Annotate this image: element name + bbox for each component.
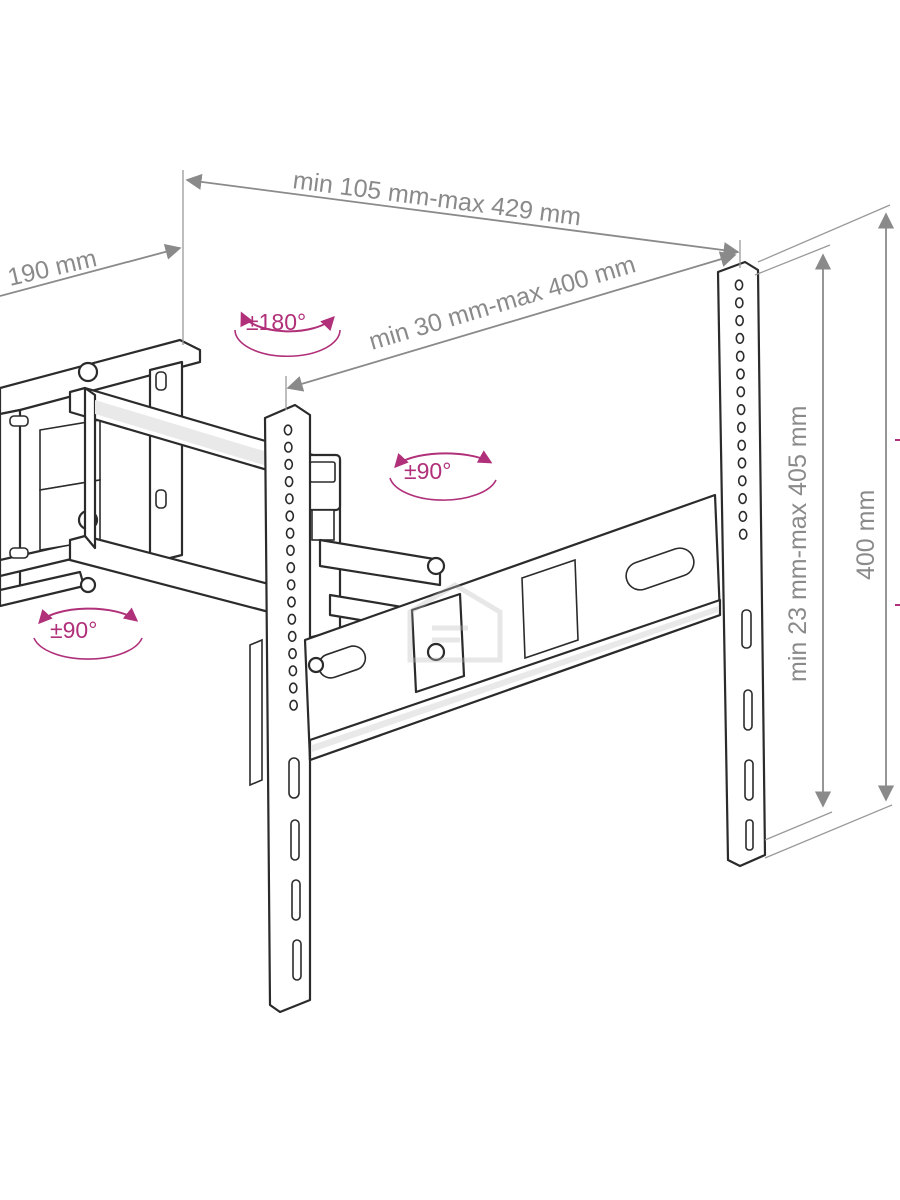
rotation-arrow-icon (33, 607, 143, 660)
dimension-extension: min 105 mm-max 429 mm (185, 166, 741, 268)
bracket-hole (737, 475, 747, 487)
crossbar (303, 493, 722, 762)
tv-bracket-right (716, 260, 767, 868)
bracket-holes (734, 279, 748, 540)
horizontal-spacing-label: min 30 mm-max 400 mm (366, 250, 639, 355)
bracket-hole (289, 699, 298, 711)
bracket-hole (285, 527, 295, 539)
bracket-hole (736, 368, 745, 380)
vertical-spacing-label: min 23 mm-max 405 mm (784, 406, 812, 682)
bracket-hole (288, 682, 298, 694)
bracket-hole (288, 665, 298, 677)
wall-plate-slot (9, 547, 29, 559)
rotation-swivel-mid: ±90° (389, 450, 497, 501)
rotation-label: ±90° (404, 458, 451, 484)
bracket-hole (287, 613, 297, 625)
bracket-hole (284, 458, 294, 471)
bracket-hole (738, 528, 748, 540)
rotation-arrow-icon (389, 450, 497, 501)
bracket-hole (283, 424, 293, 436)
bracket-hole (286, 579, 296, 591)
bracket-hole (735, 350, 745, 362)
bracket-hole (283, 441, 293, 453)
bracket-holes (283, 424, 298, 711)
bracket-hole (287, 630, 297, 643)
rotation-arrow-icon (234, 311, 341, 358)
bracket-hole (737, 421, 746, 434)
vertical-max-label: 400 mm (852, 490, 880, 580)
dimension-arm-depth: 190 mm (0, 170, 184, 345)
bracket-hole (737, 439, 747, 451)
watermark-icon (407, 582, 503, 663)
wall-plate-slot (9, 415, 29, 427)
rotation-swivel-top: ±180° (234, 309, 341, 358)
dimension-horizontal-spacing: min 30 mm-max 400 mm (285, 250, 737, 410)
dimension-vertical-spacing: min 23 mm-max 405 mm (754, 244, 833, 841)
bracket-hole (736, 386, 746, 398)
extension-label: min 105 mm-max 429 mm (291, 166, 583, 231)
bracket-hole (738, 510, 748, 523)
bracket-hole (734, 279, 744, 291)
bracket-hole (287, 596, 296, 608)
tv-bracket-left (249, 403, 312, 1014)
swing-arm (68, 386, 442, 642)
bracket-hole (736, 404, 746, 416)
dimension-vertical-max: 400 mm (757, 204, 900, 859)
bracket-hole (737, 457, 747, 469)
bracket-hole (735, 332, 745, 345)
bracket-hole (286, 561, 296, 574)
bracket-hole (734, 297, 744, 309)
rotation-label: ±180° (246, 309, 306, 335)
bracket-hole (285, 510, 295, 522)
rotation-label: ±90° (50, 617, 97, 643)
arm-depth-label: 190 mm (5, 244, 99, 292)
bracket-hole (286, 544, 295, 557)
bracket-hole (284, 493, 294, 505)
bracket-hole (288, 647, 297, 660)
bracket-hole (738, 493, 747, 505)
bracket-hole (284, 476, 294, 488)
bracket-hole (735, 315, 744, 327)
rotation-swivel-wall: ±90° (33, 607, 143, 660)
